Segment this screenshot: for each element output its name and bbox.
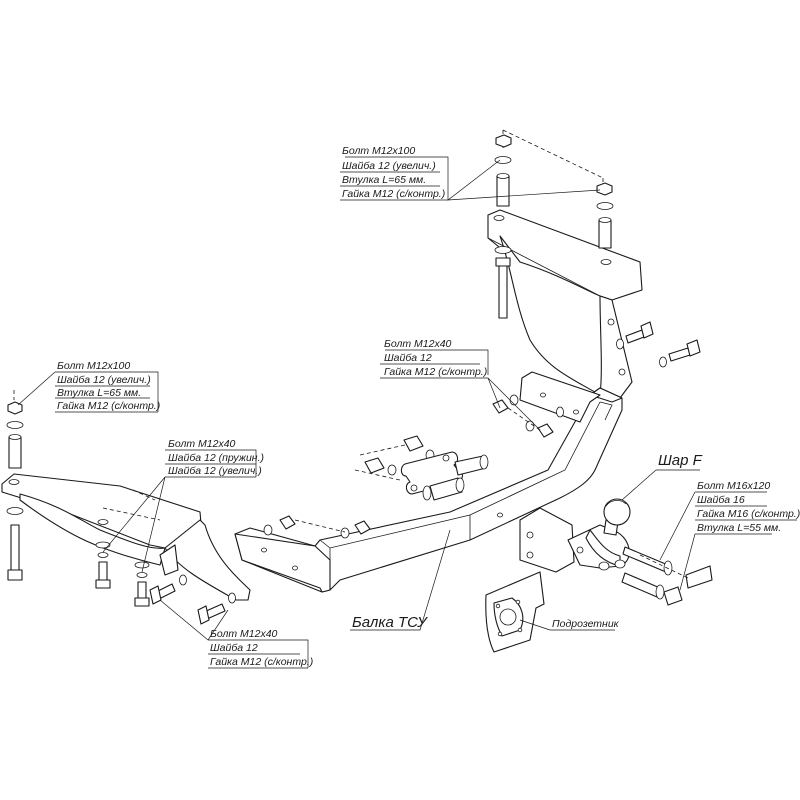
tow-ball [567, 498, 713, 606]
middle-fasteners [263, 394, 564, 539]
label-ball-nut: Гайка М16 (с/контр.) [697, 508, 800, 520]
label-ball-washer: Шайба 16 [697, 494, 745, 506]
label-right-bolt: Болт М12х100 [342, 145, 415, 157]
label-right-nut: Гайка М12 (с/контр.) [342, 188, 445, 200]
label-socket-plate: Подрозетник [552, 618, 620, 630]
right-side-bolts [616, 321, 701, 368]
leader-lines [17, 156, 797, 669]
label-left-bushing: Втулка L=65 мм. [57, 387, 141, 399]
label-mid-washer: Шайба 12 [384, 352, 432, 364]
label-bottom-nut: Гайка М12 (с/контр.) [210, 656, 313, 668]
label-ball-bushing: Втулка L=55 мм. [697, 522, 781, 534]
left-stack-hardware [6, 401, 24, 581]
label-beam: Балка ТСУ [352, 614, 428, 631]
label-bottom-bolt: Болт М12х40 [210, 628, 278, 640]
label-mid-nut: Гайка М12 (с/контр.) [384, 366, 487, 378]
label-ball-bolt: Болт М16х120 [697, 480, 770, 492]
label-bottom-washer: Шайба 12 [210, 642, 258, 654]
label-right-bushing: Втулка L=65 мм. [342, 174, 426, 186]
label-mid-bolt: Болт М12х40 [384, 338, 452, 350]
left-mounting-bracket [1, 390, 251, 625]
label-left-inner-washer: Шайба 12 (увелич.) [168, 465, 262, 477]
right-stack-right-hardware [596, 182, 614, 249]
right-stack-left-hardware [494, 134, 512, 319]
socket-plate [485, 571, 545, 653]
labels: Болт М12х100 Шайба 12 (увелич.) Втулка L… [57, 145, 800, 668]
left-inner-hardware [95, 541, 236, 625]
label-left-nut: Гайка М12 (с/контр.) [57, 400, 160, 412]
label-left-inner-spring-washer: Шайба 12 (пружин.) [168, 452, 264, 464]
towbar-beam [234, 371, 623, 593]
label-left-inner-bolt: Болт М12х40 [168, 438, 236, 450]
label-left-bolt: Болт М12х100 [57, 360, 130, 372]
label-left-washer: Шайба 12 (увелич.) [57, 374, 151, 386]
label-right-washer: Шайба 12 (увелич.) [342, 160, 436, 172]
right-mounting-bracket [487, 129, 701, 399]
label-ball: Шар F [658, 452, 703, 469]
